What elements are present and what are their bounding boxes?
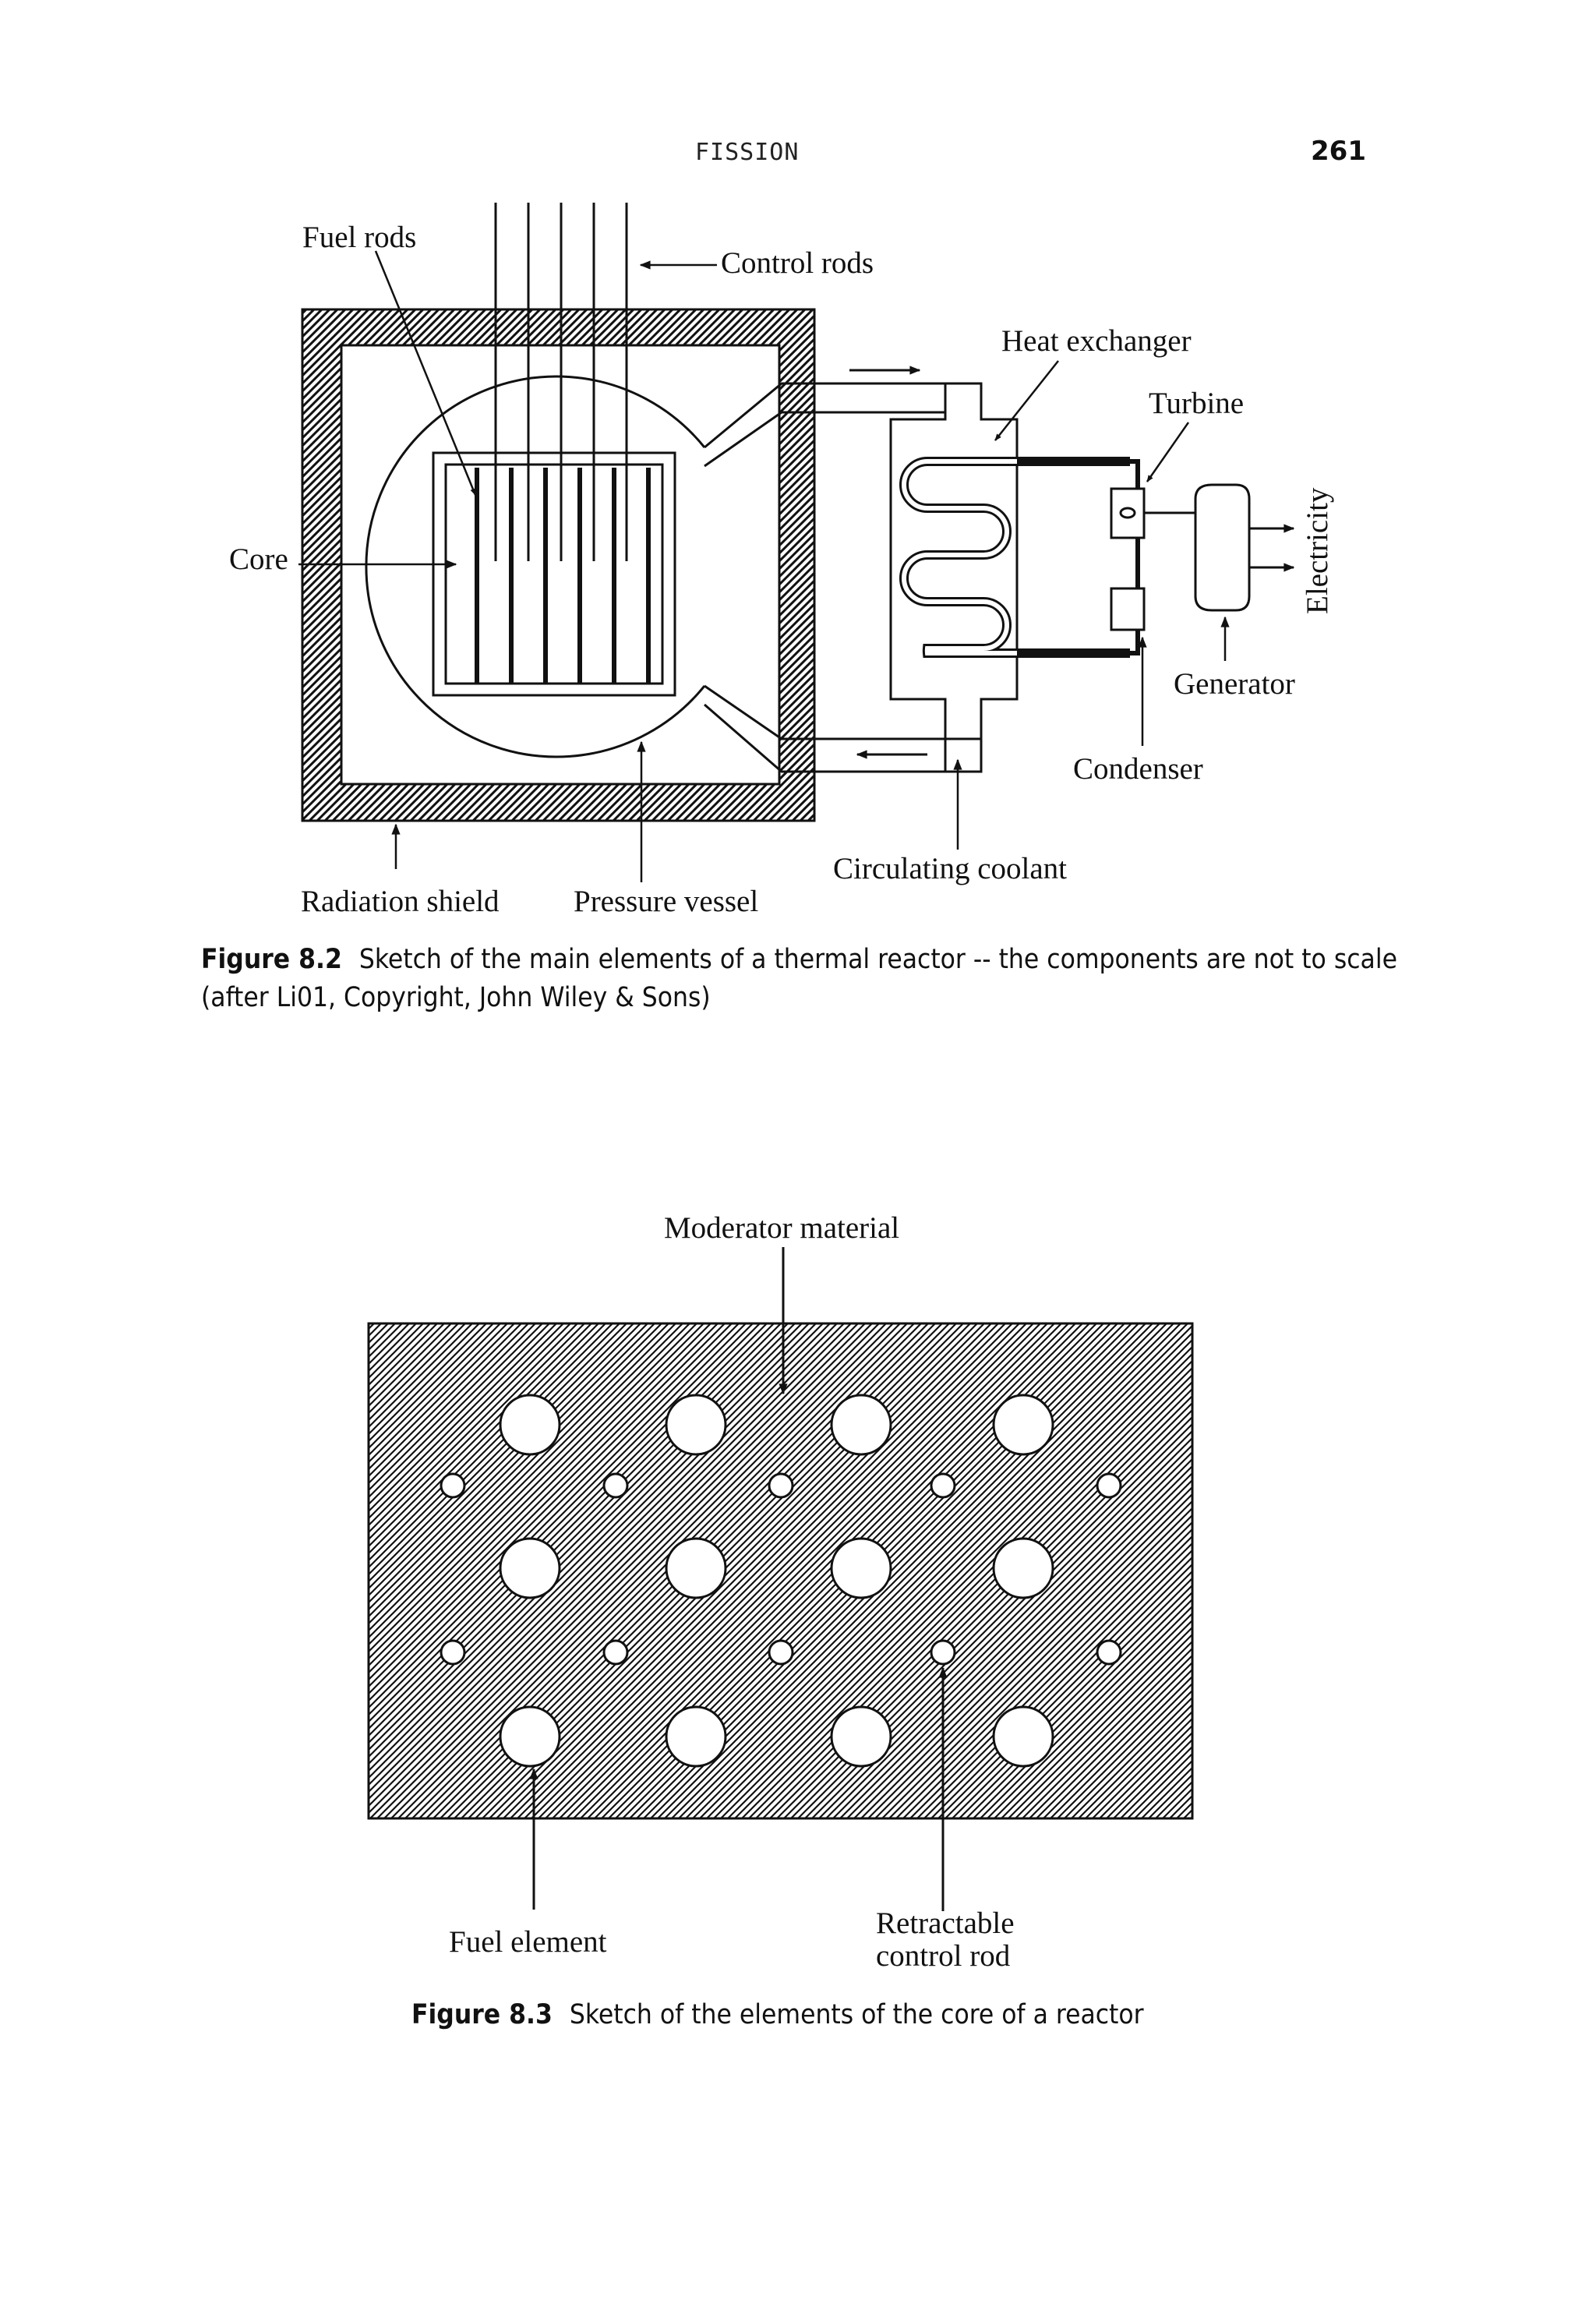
- label-generator: Generator: [1174, 667, 1295, 701]
- control-rod-hole: [768, 1639, 794, 1666]
- control-rods: [494, 203, 628, 561]
- figure-8-2-caption-text: Sketch of the main elements of a thermal…: [201, 944, 1397, 1013]
- fuel-element: [830, 1394, 892, 1456]
- fuel-element: [830, 1537, 892, 1599]
- control-rod-hole: [602, 1472, 629, 1499]
- label-retractable-line1: Retractable: [876, 1906, 1015, 1940]
- generator-shape: [1194, 483, 1251, 612]
- label-retractable-line2: control rod: [876, 1939, 1011, 1973]
- fuel-element: [499, 1394, 561, 1456]
- control-rod-hole: [440, 1639, 466, 1666]
- running-head-title: FISSION: [695, 139, 800, 166]
- label-control-rods: Control rods: [721, 246, 874, 280]
- label-circulating-coolant: Circulating coolant: [833, 852, 1067, 885]
- label-fuel-rods: Fuel rods: [302, 221, 416, 254]
- control-rod-hole: [930, 1639, 956, 1666]
- control-rod-hole: [440, 1472, 466, 1499]
- fuel-element: [499, 1537, 561, 1599]
- figure-8-3-caption: Figure 8.3 Sketch of the elements of the …: [411, 1996, 1347, 2034]
- condenser-box: [1110, 587, 1146, 631]
- label-electricity: Electricity: [1301, 487, 1334, 614]
- radiation-shield: [301, 308, 816, 822]
- steam-circuit: [1017, 459, 1295, 655]
- figure-8-2-thermal-reactor-diagram: Fuel rods Control rods Heat exchanger Tu…: [229, 203, 1334, 918]
- fuel-element: [499, 1705, 561, 1768]
- figure-8-2-caption-label: Figure 8.2: [201, 944, 342, 975]
- control-rod-hole: [1096, 1472, 1122, 1499]
- control-rod-hole: [1096, 1639, 1122, 1666]
- label-core: Core: [229, 542, 288, 576]
- fuel-element: [992, 1705, 1054, 1768]
- fuel-elements: [499, 1394, 1054, 1768]
- leader-lines: [298, 250, 1230, 882]
- label-turbine: Turbine: [1149, 387, 1244, 420]
- figure-8-3-reactor-core-diagram: Moderator material Fuel element Retracta…: [367, 1211, 1194, 1973]
- moderator-block: [367, 1322, 1194, 1820]
- label-fuel-element: Fuel element: [449, 1925, 607, 1959]
- page-number: 261: [1311, 136, 1366, 167]
- fuel-element: [665, 1705, 727, 1768]
- turbine-box: [1110, 487, 1146, 539]
- fuel-element: [992, 1394, 1054, 1456]
- pressure-vessel: [365, 375, 947, 773]
- fuel-element: [665, 1394, 727, 1456]
- label-pressure-vessel: Pressure vessel: [574, 885, 758, 918]
- fuel-element: [830, 1705, 892, 1768]
- reactor-core: [432, 451, 676, 697]
- running-head: FISSION 261: [0, 136, 1596, 170]
- label-moderator-material: Moderator material: [664, 1211, 899, 1245]
- heat-exchanger: [889, 412, 1130, 773]
- label-condenser: Condenser: [1073, 752, 1203, 786]
- control-rod-hole: [768, 1472, 794, 1499]
- flow-arrows: [849, 366, 927, 759]
- label-radiation-shield: Radiation shield: [301, 885, 500, 918]
- figure-8-3-caption-text: Sketch of the elements of the core of a …: [569, 1999, 1144, 2030]
- leader-lines-8-3: [529, 1247, 948, 1911]
- fuel-element: [665, 1537, 727, 1599]
- control-rod-hole: [602, 1639, 629, 1666]
- fuel-element: [992, 1537, 1054, 1599]
- control-rod-hole: [930, 1472, 956, 1499]
- coolant-loop: [945, 382, 1019, 773]
- control-rod-holes: [440, 1472, 1122, 1666]
- label-heat-exchanger: Heat exchanger: [1001, 324, 1192, 358]
- figure-8-3-caption-label: Figure 8.3: [411, 1999, 553, 2030]
- fuel-rod-bundle: [475, 468, 651, 683]
